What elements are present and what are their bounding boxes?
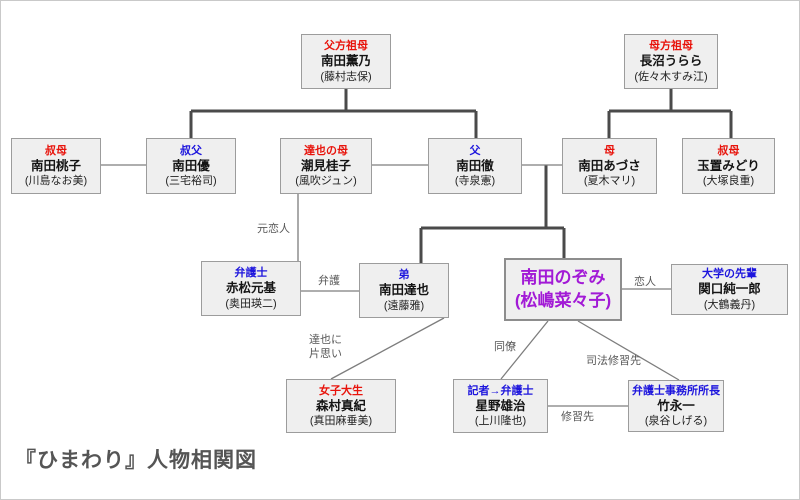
role-label: 父 <box>469 144 481 157</box>
node-student-maki: 女子大生 森村真紀 (真田麻垂美) <box>286 379 396 433</box>
node-hoshino: 記者→弁護士 星野雄治 (上川隆也) <box>453 379 548 433</box>
character-name: 南田あづさ <box>578 158 641 173</box>
node-senior-sekiguchi: 大学の先輩 関口純一郎 (大鶴義丹) <box>671 264 788 315</box>
character-name: 南田薫乃 <box>320 54 371 69</box>
character-name: 南田優 <box>172 158 210 173</box>
node-aunt-momoko: 叔母 南田桃子 (川島なお美) <box>11 138 101 194</box>
role-label: 達也の母 <box>304 144 348 157</box>
actor-name: (遠藤雅) <box>383 299 425 312</box>
actor-name: (藤村志保) <box>320 70 372 83</box>
node-father: 父 南田徹 (寺泉憲) <box>428 138 522 194</box>
edge-label-judicial-training: 司法修習先 <box>586 355 641 367</box>
node-brother-tatsuya: 弟 南田達也 (遠藤雅) <box>359 263 449 318</box>
character-name: 関口純一郎 <box>698 282 761 297</box>
relation-lines <box>101 164 680 407</box>
edge-label-defense: 弁護 <box>318 275 340 287</box>
role-label: 弟 <box>398 269 410 282</box>
actor-name: (大塚良重) <box>702 175 755 188</box>
node-takenaga: 弁護士事務所所長 竹永一 (泉谷しげる) <box>628 380 724 432</box>
edge-label-crush: 達也に 片思い <box>309 334 342 361</box>
actor-name: (真田麻垂美) <box>309 415 373 428</box>
node-nozomi-protagonist: 南田のぞみ (松嶋菜々子) <box>504 258 622 321</box>
edge-label-training-place: 修習先 <box>561 411 594 423</box>
actor-name: (松嶋菜々子) <box>514 290 612 310</box>
node-tatsuya-mother: 達也の母 潮見桂子 (風吹ジュン) <box>280 138 372 194</box>
actor-name: (夏木マリ) <box>583 175 636 188</box>
role-label: 母 <box>604 144 615 157</box>
character-name: 潮見桂子 <box>300 158 351 173</box>
node-grandmother-maternal: 母方祖母 長沼うらら (佐々木すみ江) <box>624 34 718 89</box>
edge-label-lover: 恋人 <box>634 276 656 288</box>
actor-name: (上川隆也) <box>474 415 527 428</box>
page-title: 『ひまわり』人物相関図 <box>15 449 257 472</box>
character-name: 長沼うらら <box>639 54 703 69</box>
actor-name: (泉谷しげる) <box>644 415 708 428</box>
character-name: 竹永一 <box>657 398 695 413</box>
node-uncle-yu: 叔父 南田優 (三宅裕司) <box>146 138 236 194</box>
role-label: 父方祖母 <box>324 40 368 53</box>
character-name: 星野雄治 <box>475 398 526 413</box>
character-name: 森村真紀 <box>315 398 366 413</box>
actor-name: (三宅裕司) <box>165 175 217 188</box>
actor-name: (大鶴義丹) <box>703 298 756 311</box>
character-name: 南田桃子 <box>30 158 81 173</box>
family-tree-lines <box>189 89 733 263</box>
actor-name: (寺泉憲) <box>454 175 496 188</box>
edge-label-former-lover: 元恋人 <box>257 223 290 235</box>
role-label: 記者→弁護士 <box>467 384 534 397</box>
node-lawyer-akamatsu: 弁護士 赤松元基 (奥田瑛二) <box>201 261 301 316</box>
character-name: 南田のぞみ <box>520 267 606 287</box>
role-label: 叔父 <box>180 144 202 157</box>
node-grandmother-paternal: 父方祖母 南田薫乃 (藤村志保) <box>301 34 391 89</box>
role-label: 母方祖母 <box>649 40 693 53</box>
character-name: 赤松元基 <box>225 281 276 296</box>
role-label: 弁護士事務所所長 <box>632 384 720 397</box>
actor-name: (佐々木すみ江) <box>634 70 708 83</box>
actor-name: (風吹ジュン) <box>295 175 357 188</box>
edge-label-colleague: 同僚 <box>494 341 516 353</box>
role-label: 女子大生 <box>319 384 363 397</box>
actor-name: (奥田瑛二) <box>225 297 277 310</box>
actor-name: (川島なお美) <box>24 175 88 188</box>
character-name: 南田徹 <box>456 158 494 173</box>
role-label: 大学の先輩 <box>702 268 757 281</box>
character-name: 南田達也 <box>378 283 429 298</box>
node-aunt-midori: 叔母 玉置みどり (大塚良重) <box>682 138 775 194</box>
role-label: 弁護士 <box>234 267 268 280</box>
node-mother: 母 南田あづさ (夏木マリ) <box>562 138 657 194</box>
role-label: 叔母 <box>45 144 67 157</box>
role-label: 叔母 <box>717 144 740 157</box>
character-name: 玉置みどり <box>697 158 760 173</box>
